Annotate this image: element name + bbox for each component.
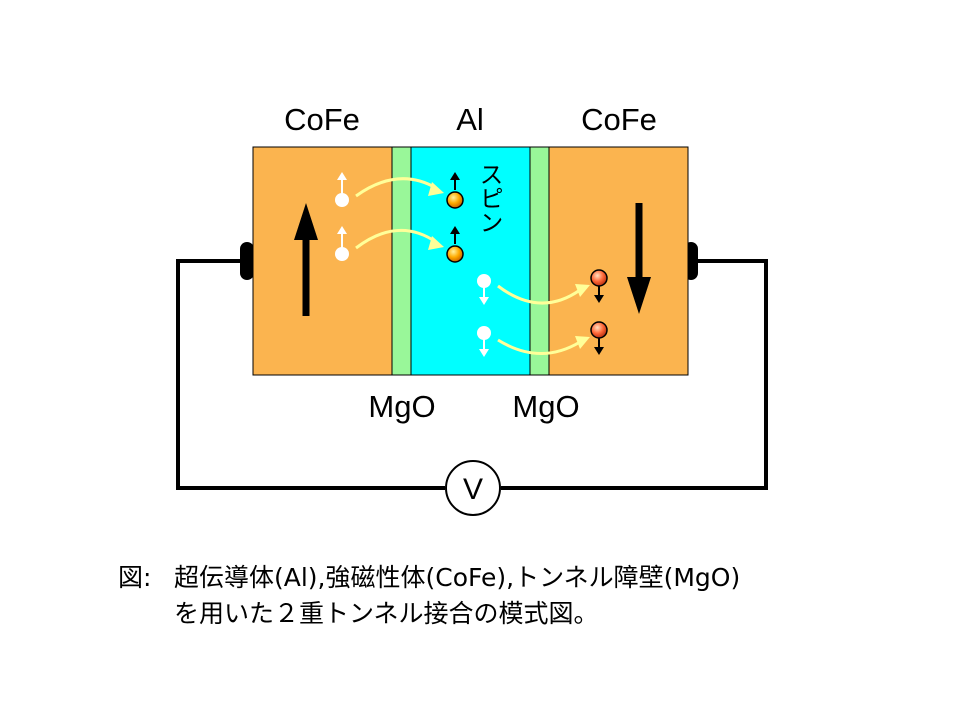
right-cofe-label: CoFe [581,102,657,137]
right-cofe-layer [548,146,689,376]
left-cofe-layer [252,146,393,376]
figure-caption: 図: 超伝導体(Al),強磁性体(CoFe),トンネル障壁(MgO) を用いた２重… [118,560,938,632]
tunneling-arrowhead [575,284,590,297]
right-mgo-barrier [529,146,550,376]
spin-label: スピン [475,162,503,234]
electron-spin-down-al [477,326,491,357]
voltmeter-label: V [463,473,483,506]
electron-spin-up-al [446,226,464,263]
right-mgo-label: MgO [512,389,579,424]
left-contact [240,242,254,280]
al-label: Al [456,102,484,137]
tunneling-arrowhead [428,236,444,250]
electron-spin-up-left [335,226,349,261]
caption-line-1: 超伝導体(Al),強磁性体(CoFe),トンネル障壁(MgO) [174,563,741,592]
left-cofe-label: CoFe [284,102,360,137]
tunneling-arrowhead [428,182,444,196]
circuit-wire [176,259,445,490]
left-mgo-barrier [391,146,412,376]
tunneling-path [497,284,581,355]
circuit-wire [501,259,768,490]
electron-spin-up-al [446,172,464,209]
tunneling-path [355,177,437,250]
tunneling-arrowhead [575,336,590,349]
electron-spin-down-right [590,321,608,355]
electron-spin-down-right [590,269,608,303]
electron-spin-up-left [335,172,349,207]
left-mgo-label: MgO [368,389,435,424]
magnetization-up-arrow [294,203,318,316]
voltmeter: V [445,460,501,516]
magnetization-down-arrow [627,203,651,314]
electron-spin-down-al [477,274,491,305]
caption-line-2: を用いた２重トンネル接合の模式図。 [174,599,599,628]
al-layer [410,146,531,376]
caption-label: 図: [118,563,152,592]
